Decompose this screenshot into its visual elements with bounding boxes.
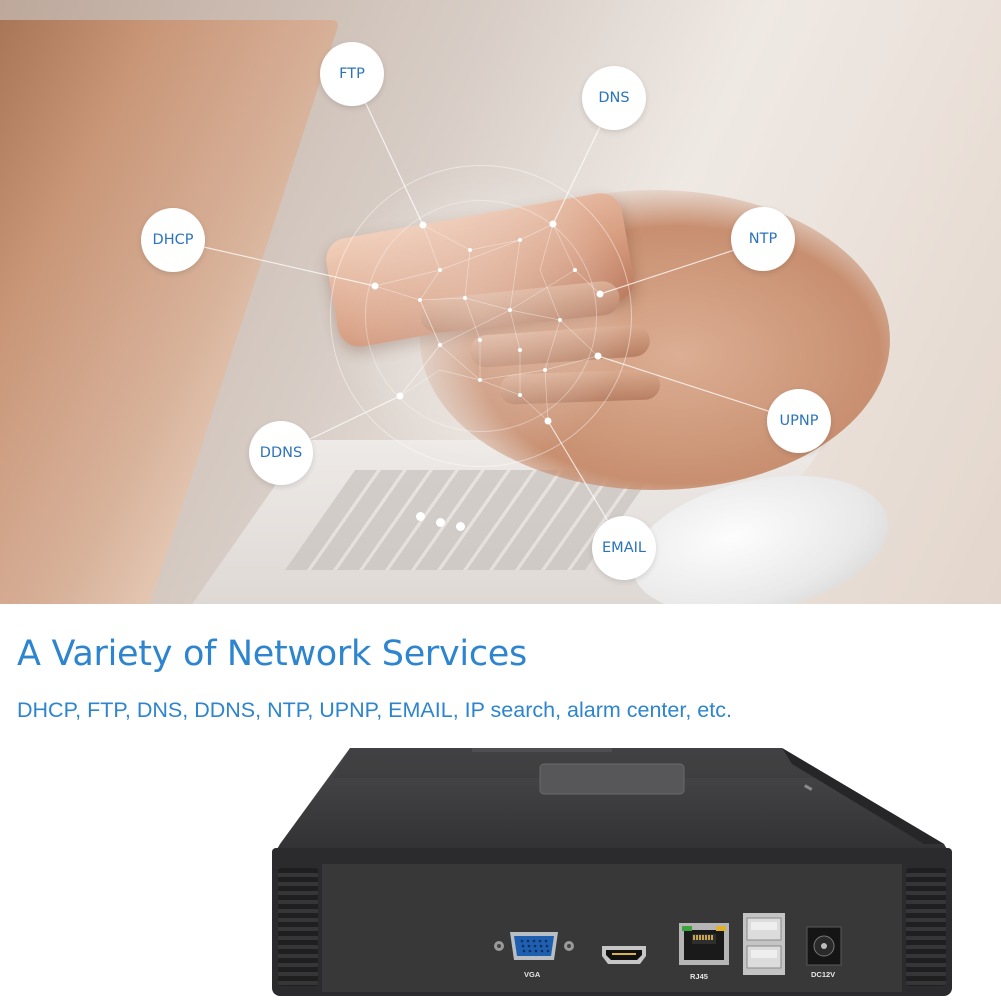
service-label: UPNP xyxy=(779,413,819,429)
service-label: DHCP xyxy=(152,232,194,248)
dot-icon xyxy=(416,512,425,521)
service-bubble-email: EMAIL xyxy=(592,516,656,580)
network-glow-ring xyxy=(365,200,597,432)
service-bubble-dhcp: DHCP xyxy=(141,208,205,272)
dot-icon xyxy=(436,518,445,527)
left-vent xyxy=(278,868,318,986)
nvr-device-front: VGA RJ45 xyxy=(272,848,952,996)
service-bubble-dns: DNS xyxy=(582,66,646,130)
service-label: EMAIL xyxy=(602,540,646,556)
service-bubble-ntp: NTP xyxy=(731,207,795,271)
service-label: NTP xyxy=(748,231,778,247)
services-list: DHCP, FTP, DNS, DDNS, NTP, UPNP, EMAIL, … xyxy=(17,698,732,722)
right-vent xyxy=(906,868,946,986)
rj45-port-icon xyxy=(679,923,729,965)
vga-port-icon xyxy=(494,932,574,960)
hdmi-port-icon xyxy=(602,946,646,964)
service-label: FTP xyxy=(339,66,365,82)
rear-panel: VGA RJ45 xyxy=(322,864,902,992)
service-label: DNS xyxy=(598,90,630,106)
dc-label: DC12V xyxy=(811,970,836,979)
service-bubble-upnp: UPNP xyxy=(767,389,831,453)
service-bubble-ftp: FTP xyxy=(320,42,384,106)
usb-ports-icon xyxy=(743,913,785,975)
dc-power-jack-icon xyxy=(806,926,842,966)
dot-icon xyxy=(456,522,465,531)
network-connector-lines xyxy=(0,0,1001,604)
hero-photo: FTP DNS DHCP NTP UPNP DDNS EMAIL xyxy=(0,0,1001,604)
vga-label: VGA xyxy=(524,970,541,979)
headline: A Variety of Network Services xyxy=(17,634,527,674)
nvr-device-top xyxy=(272,748,952,858)
service-bubble-ddns: DDNS xyxy=(249,421,313,485)
service-label: DDNS xyxy=(259,445,303,461)
rj45-label: RJ45 xyxy=(690,972,708,981)
